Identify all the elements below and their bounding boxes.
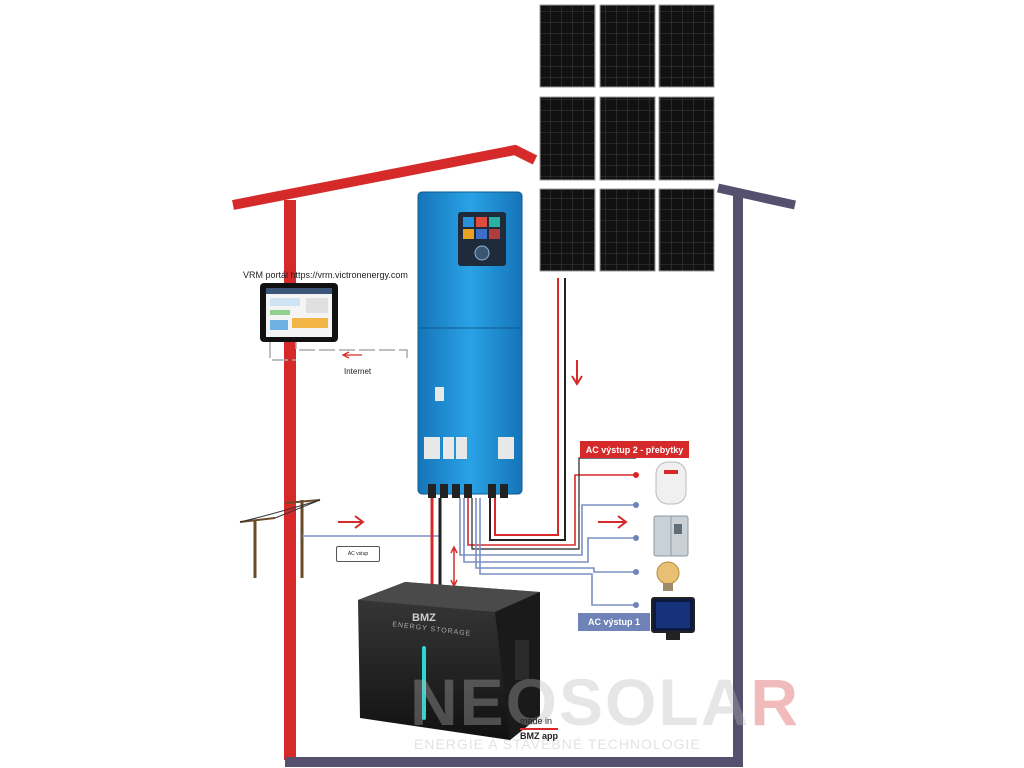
battery-dc-cables: [430, 498, 458, 590]
watermark-main: NEOSOLA: [410, 665, 751, 739]
battery-icon: [358, 582, 540, 740]
made-in-label: made in: [520, 716, 553, 726]
light-bulb-icon: [656, 561, 680, 591]
solar-panel-icon: [539, 4, 596, 88]
made-in-badge: made in BMZ app: [520, 716, 558, 742]
bmz-app-label: BMZ app: [520, 731, 558, 741]
watermark-accent: R: [750, 665, 801, 739]
solar-panel-icon: [599, 4, 656, 88]
solar-panel-icon: [658, 4, 715, 88]
vrm-portal-label: VRM portál https://vrm.victronenergy.com: [243, 270, 408, 280]
output-terminals: [633, 472, 639, 608]
ac-input-line: [302, 498, 441, 537]
watermark-logo: NEOSOLAR: [410, 664, 800, 740]
inverter-icon: [417, 191, 523, 498]
ac-output-flow-arrow: [598, 515, 628, 529]
solar-panel-icon: [539, 188, 596, 272]
battery-brand-logo: BMZ: [412, 612, 436, 624]
solar-panel-array: [539, 4, 715, 272]
solar-panel-icon: [539, 96, 596, 181]
watermark-subtitle: ENERGIE A STAVEBNÉ TECHNOLOGIE: [414, 736, 701, 752]
pv-dc-cables: [489, 278, 566, 541]
solar-panel-icon: [599, 188, 656, 272]
made-in-divider: [520, 728, 558, 730]
solar-panel-icon: [658, 96, 715, 181]
ac-output-1-lines: [459, 498, 636, 606]
ac-output-2-lines: [467, 457, 636, 550]
ac-output-2-badge: AC výstup 2 - přebytky: [580, 441, 689, 458]
pv-flow-arrow: [571, 360, 583, 386]
ac-output-1-badge: AC výstup 1: [578, 613, 650, 631]
tablet-icon: [260, 283, 338, 342]
refrigerator-icon: [653, 515, 689, 557]
solar-panel-icon: [658, 188, 715, 272]
internet-label: Internet: [344, 367, 372, 376]
water-heater-icon: [655, 461, 687, 505]
utility-pole-icon: [239, 499, 321, 578]
television-icon: [651, 597, 695, 640]
solar-panel-icon: [599, 96, 656, 181]
ac-input-label: AC vstup: [336, 546, 380, 562]
internet-link: [269, 342, 408, 361]
